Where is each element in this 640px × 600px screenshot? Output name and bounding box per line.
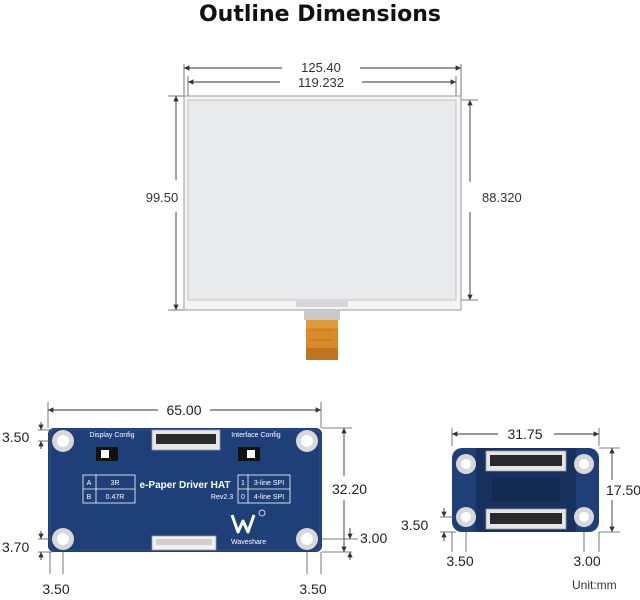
driver-hat-board: 65.00 32.20 Displa bbox=[2, 402, 387, 597]
display-config-table: A 3R B 0.47R bbox=[82, 474, 136, 504]
config-row-key: B bbox=[87, 494, 92, 501]
adapter-board: 31.75 17.50 3.50 bbox=[401, 426, 640, 569]
dim-active-width: 119.232 bbox=[298, 75, 344, 90]
board-revision: Rev2.3 bbox=[211, 494, 233, 501]
dim-adapter-right-hole-x: 3.00 bbox=[573, 553, 600, 569]
interface-row-key: 0 bbox=[241, 494, 245, 501]
interface-row-value: 3-line SPI bbox=[254, 480, 284, 487]
dim-active-height: 88.320 bbox=[482, 190, 522, 205]
interface-config-table: 1 3-line SPI 0 4-line SPI bbox=[237, 474, 291, 504]
interface-config-label: Interface Config bbox=[231, 432, 281, 439]
display-config-label: Display Config bbox=[89, 432, 134, 439]
mounting-hole-tr bbox=[296, 430, 318, 452]
board-name: e-Paper Driver HAT bbox=[140, 480, 231, 491]
interface-row-value: 4-line SPI bbox=[254, 494, 284, 501]
config-row-value: 3R bbox=[111, 480, 120, 487]
dim-hat-height: 32.20 bbox=[332, 481, 367, 497]
adapter-hole-tl bbox=[456, 454, 476, 474]
adapter-hole-bl bbox=[456, 507, 476, 527]
mounting-hole-br bbox=[296, 528, 318, 550]
config-row-key: A bbox=[87, 480, 92, 487]
config-row-value: 0.47R bbox=[106, 494, 125, 501]
dim-hat-right-hole-x: 3.50 bbox=[299, 581, 326, 597]
dim-adapter-left-hole-y: 3.50 bbox=[401, 517, 428, 533]
interface-row-key: 1 bbox=[241, 480, 245, 487]
dim-adapter-height: 17.50 bbox=[606, 482, 640, 498]
dim-adapter-left-hole-x: 3.50 bbox=[446, 553, 473, 569]
adapter-hole-br bbox=[574, 507, 594, 527]
brand-name: Waveshare bbox=[231, 539, 266, 546]
mounting-hole-bl bbox=[52, 528, 74, 550]
dim-hat-top-hole: 3.50 bbox=[2, 429, 29, 445]
dim-outer-height: 99.50 bbox=[146, 190, 179, 205]
epaper-panel: 125.40 119.232 99.50 88.320 bbox=[146, 60, 522, 360]
dim-adapter-width: 31.75 bbox=[507, 426, 542, 442]
dim-hat-left-hole: 3.50 bbox=[42, 581, 69, 597]
dim-hat-bottom-hole: 3.70 bbox=[2, 539, 29, 555]
dim-hat-right-hole-y: 3.00 bbox=[360, 530, 387, 546]
mounting-hole-tl bbox=[52, 430, 74, 452]
adapter-hole-tr bbox=[574, 454, 594, 474]
dim-outer-width: 125.40 bbox=[301, 60, 341, 75]
page-title: Outline Dimensions bbox=[198, 2, 442, 27]
unit-label: Unit:mm bbox=[572, 578, 617, 592]
waveshare-logo: Waveshare bbox=[230, 509, 266, 546]
dim-hat-width: 65.00 bbox=[166, 402, 201, 418]
